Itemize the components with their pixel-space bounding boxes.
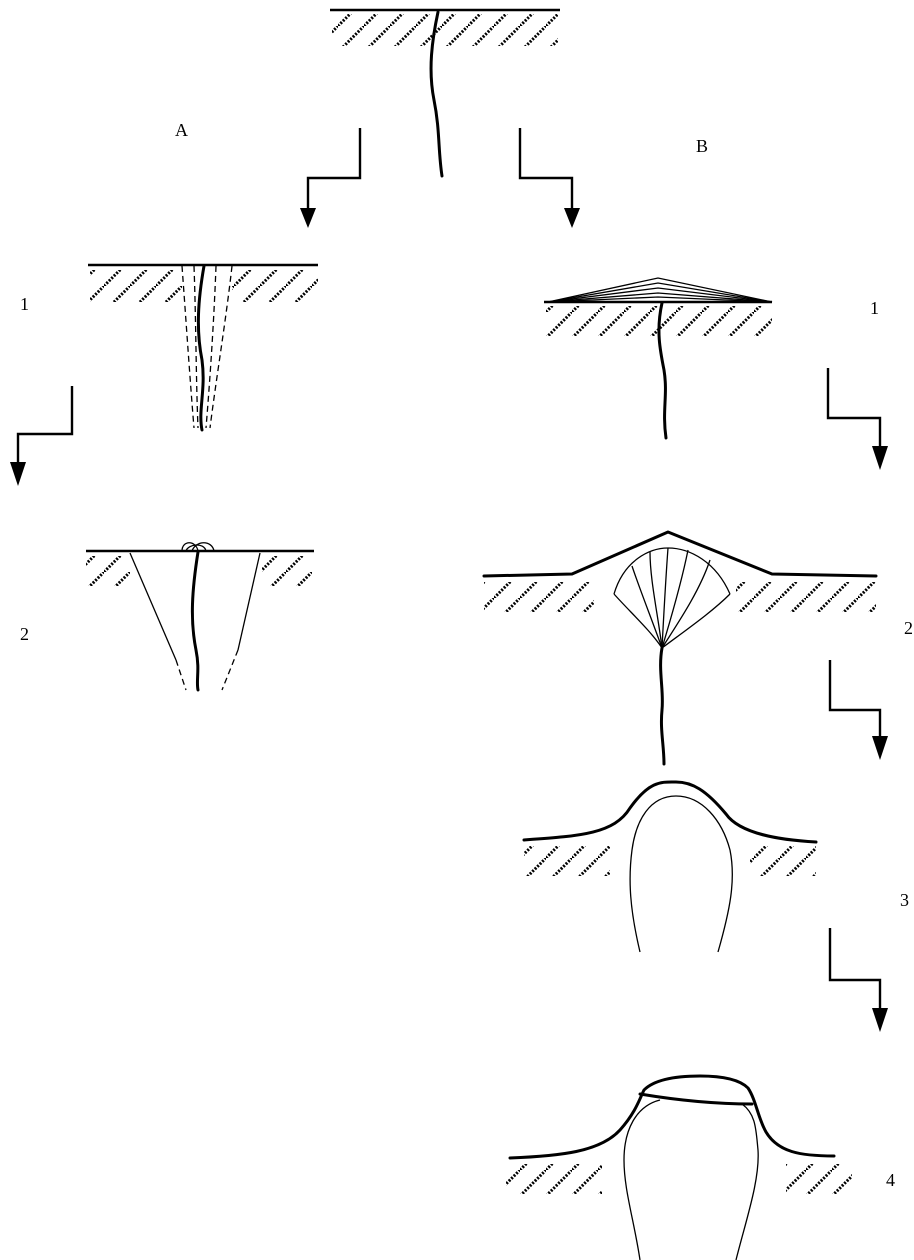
arrow-to-b2 <box>828 368 888 470</box>
b3-ground-surface <box>524 782 816 842</box>
b-step-2-label: 2 <box>904 618 913 638</box>
b2-ground-hatch-right <box>736 582 876 612</box>
a2-conduit-wall-left <box>130 553 176 660</box>
arrow-to-a2 <box>10 386 72 486</box>
a1-central-conduit <box>198 266 204 430</box>
b4-crater-stage <box>506 1076 852 1260</box>
b2-mud-dome-stage <box>484 532 876 764</box>
b2-fan-branch <box>650 552 662 648</box>
a1-dashed-boundary <box>206 266 216 428</box>
series-a-label: A <box>175 120 188 140</box>
b4-ground-hatch-left <box>506 1164 602 1194</box>
b4-ground-surface <box>510 1076 834 1158</box>
a-step-2-label: 2 <box>20 624 29 644</box>
a1-dashed-boundary <box>210 266 232 428</box>
b1-mud-cone-stage <box>544 278 772 438</box>
initial-fracture-stage <box>330 10 560 176</box>
arrow-to-b3 <box>830 660 888 760</box>
b2-feeder-conduit <box>661 648 664 764</box>
a2-ground-hatch-right <box>262 556 312 586</box>
b4-ground-hatch-right <box>786 1164 852 1194</box>
b-step-1-label: 1 <box>870 298 879 318</box>
a1-ground-hatch-right <box>232 270 318 302</box>
a2-conduit-wall-right-dashed <box>222 650 238 690</box>
b2-fan-branch <box>632 566 662 648</box>
b3-diapir-body <box>630 796 732 952</box>
a1-dashed-boundary <box>182 266 194 428</box>
a2-ground-hatch-left <box>86 556 130 586</box>
b3-diapir-dome-stage <box>524 782 816 952</box>
b2-fan-outline <box>614 548 730 594</box>
b3-ground-hatch-left <box>524 846 610 876</box>
b2-fan-branch <box>662 550 688 648</box>
b4-crater-rim <box>640 1094 752 1104</box>
b2-ground-hatch-left <box>484 582 594 612</box>
a2-conduit-wall-right <box>238 553 260 650</box>
b-step-4-label: 4 <box>886 1170 895 1190</box>
a2-eruption-stage <box>86 543 314 690</box>
b2-ground-surface <box>484 532 876 576</box>
a2-conduit-wall-left-dashed <box>176 660 186 690</box>
b-step-3-label: 3 <box>900 890 909 910</box>
b2-fan-branch <box>662 560 710 648</box>
series-b-label: B <box>696 136 708 156</box>
ground-hatch <box>332 14 558 46</box>
a2-central-conduit <box>192 552 198 690</box>
a1-dashed-boundary <box>194 266 198 428</box>
b4-diapir-body <box>736 1104 758 1260</box>
arrow-to-b1 <box>520 128 580 228</box>
b3-ground-hatch-right <box>750 846 816 876</box>
a1-ground-hatch-left <box>90 270 182 302</box>
b2-fan-branch <box>662 594 730 648</box>
arrow-to-a1 <box>300 128 360 228</box>
a1-diapir-stage <box>88 265 318 430</box>
a-step-1-label: 1 <box>20 294 29 314</box>
arrow-to-b4 <box>830 928 888 1032</box>
b4-diapir-body <box>624 1100 660 1260</box>
